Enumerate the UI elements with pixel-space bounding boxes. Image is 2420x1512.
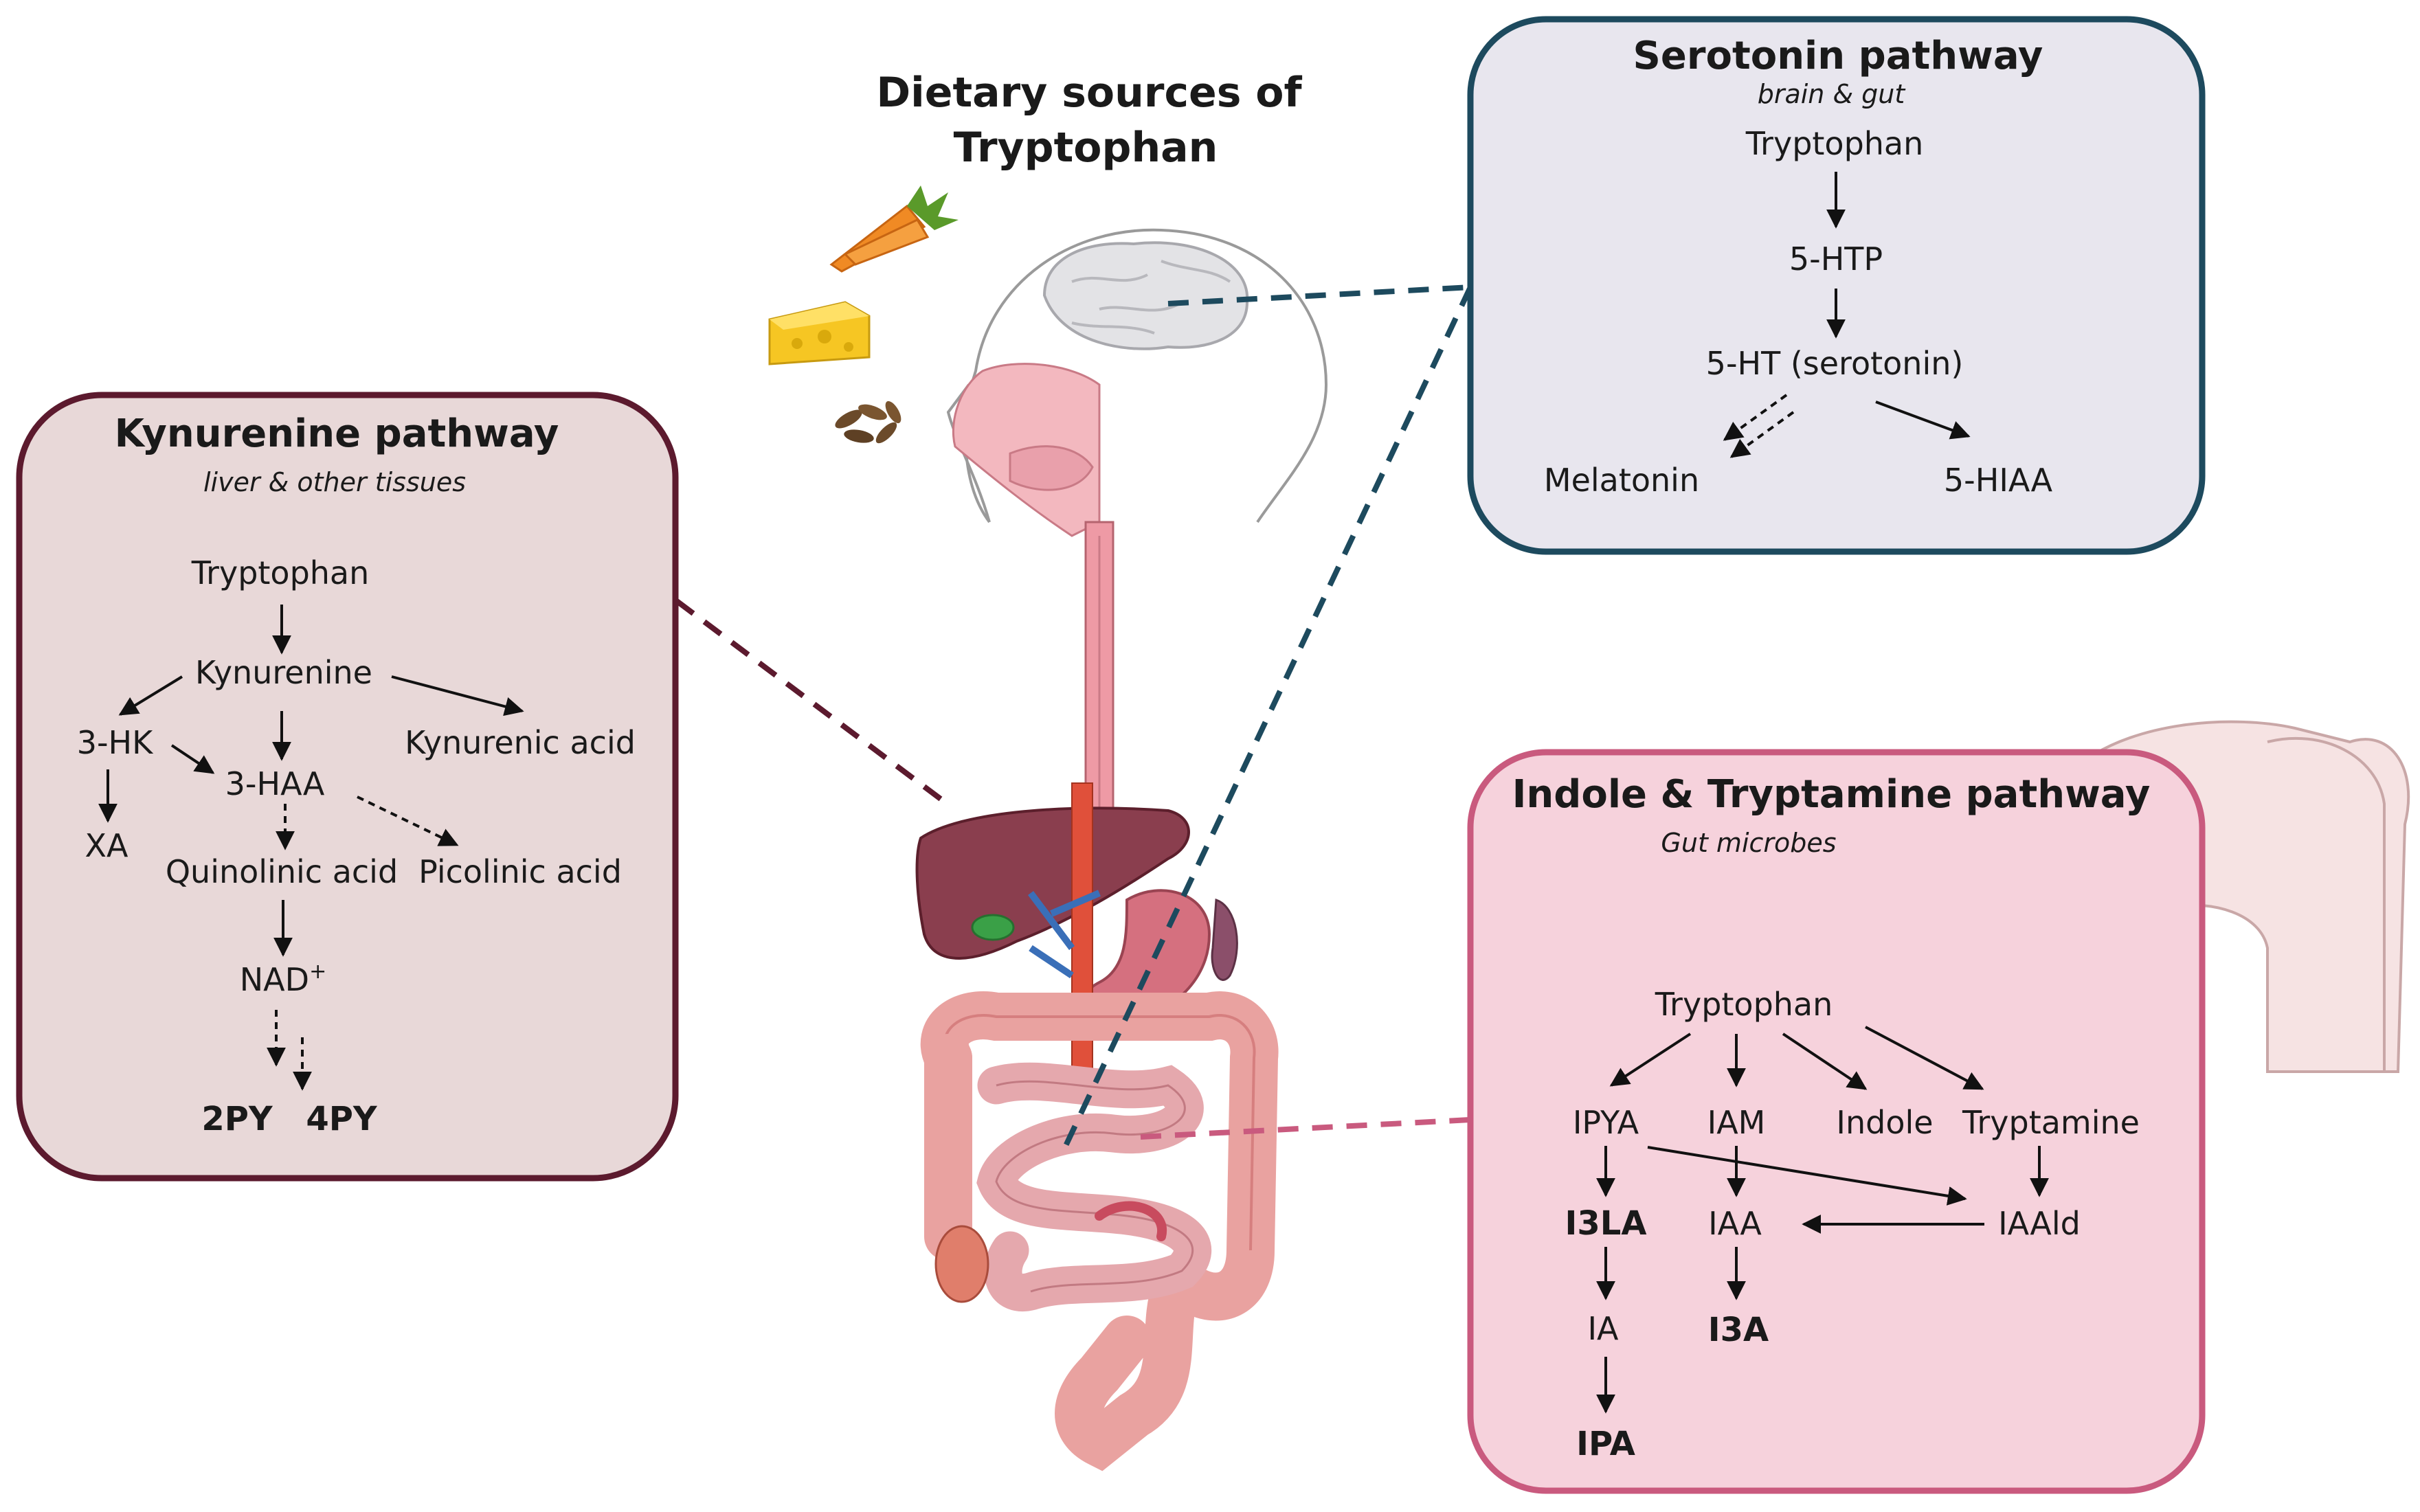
kynurenine-arrows xyxy=(98,605,524,1091)
appendix-icon xyxy=(934,1225,989,1303)
spleen-icon xyxy=(1211,898,1238,981)
gallbladder-icon xyxy=(971,914,1015,941)
kynurenine-subtitle: liver & other tissues xyxy=(203,467,466,497)
brain-icon xyxy=(1042,241,1249,350)
ind-i3a: I3A xyxy=(1708,1311,1769,1349)
serotonin-pathway-box xyxy=(1467,16,2206,555)
kyn-3haa: 3-HAA xyxy=(225,765,325,802)
ind-iaald: IAAld xyxy=(1998,1205,2081,1242)
kyn-tryptophan: Tryptophan xyxy=(191,554,370,591)
seeds-icon xyxy=(835,400,901,444)
kyn-2py: 2PY xyxy=(201,1100,273,1138)
connector-serotonin-brain xyxy=(1167,284,1471,306)
ind-ia: IA xyxy=(1587,1310,1619,1347)
kyn-quinolinic-acid: Quinolinic acid xyxy=(166,853,398,890)
kyn-picolinic-acid: Picolinic acid xyxy=(418,853,622,890)
small-intestine-icon xyxy=(976,1062,1212,1311)
indole-arrows xyxy=(1596,1026,2049,1414)
header-title-line1: Dietary sources of xyxy=(876,69,1302,117)
connector-serotonin-gut xyxy=(1062,286,1473,1149)
ind-ipya: IPYA xyxy=(1573,1104,1639,1141)
kyn-3hk: 3-HK xyxy=(77,724,154,761)
oral-cavity-icon xyxy=(952,363,1101,537)
cheese-icon xyxy=(768,301,871,365)
ind-iaa: IAA xyxy=(1708,1205,1762,1242)
carrot-icon xyxy=(829,185,959,273)
indole-pathway-box xyxy=(1467,749,2206,1494)
ser-melatonin: Melatonin xyxy=(1544,462,1699,499)
serotonin-title: Serotonin pathway xyxy=(1633,34,2043,78)
serotonin-subtitle: brain & gut xyxy=(1758,79,1907,109)
ind-iam: IAM xyxy=(1707,1104,1766,1141)
ser-tryptophan: Tryptophan xyxy=(1745,125,1924,162)
kyn-kynurenic-acid: Kynurenic acid xyxy=(405,724,636,761)
indole-subtitle: Gut microbes xyxy=(1661,828,1836,858)
header-title-line2: Tryptophan xyxy=(954,124,1218,172)
kynurenine-pathway-box xyxy=(16,392,679,1182)
connector-kynurenine-liver xyxy=(675,598,954,810)
kyn-kynurenine: Kynurenine xyxy=(195,654,372,691)
indole-title: Indole & Tryptamine pathway xyxy=(1512,772,2151,817)
ind-tryptophan: Tryptophan xyxy=(1655,986,1833,1023)
ser-5ht: 5-HT (serotonin) xyxy=(1706,345,1964,382)
ind-i3la: I3LA xyxy=(1565,1204,1647,1243)
kyn-nad: NAD+ xyxy=(240,960,326,998)
ind-indole: Indole xyxy=(1836,1104,1933,1141)
ser-5htp: 5-HTP xyxy=(1789,240,1883,278)
serotonin-arrows xyxy=(1723,172,1971,458)
ind-ipa: IPA xyxy=(1576,1425,1635,1463)
esophagus-icon xyxy=(1084,521,1114,826)
kyn-4py: 4PY xyxy=(306,1100,378,1138)
ind-tryptamine: Tryptamine xyxy=(1962,1104,2140,1141)
ser-5hiaa: 5-HIAA xyxy=(1944,462,2053,499)
kynurenine-title: Kynurenine pathway xyxy=(115,411,559,456)
large-intestine-icon xyxy=(920,991,1279,1471)
connector-indole-intestine xyxy=(1140,1117,1471,1140)
kyn-xa: XA xyxy=(85,827,129,864)
